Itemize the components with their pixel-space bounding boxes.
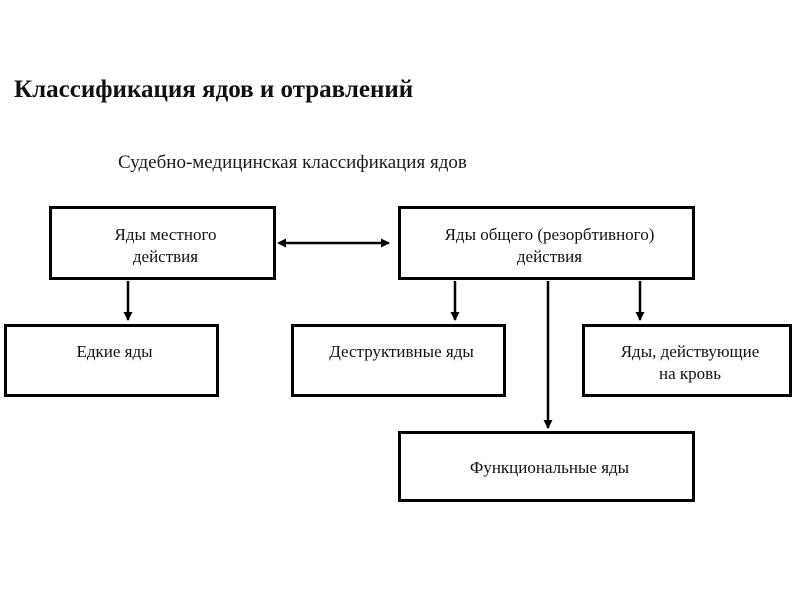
node-general-poisons[interactable]: Яды общего (резорбтивного) действия bbox=[398, 206, 695, 280]
node-destructive-poisons-label: Деструктивные яды bbox=[329, 342, 474, 361]
diagram-subtitle: Судебно-медицинская классификация ядов bbox=[118, 152, 467, 173]
node-functional-poisons-label: Функциональные яды bbox=[469, 458, 630, 477]
node-local-poisons-label: Яды местного действия bbox=[114, 225, 217, 266]
node-caustic-poisons[interactable]: Едкие яды bbox=[4, 324, 219, 397]
node-functional-poisons[interactable]: Функциональные яды bbox=[398, 431, 695, 502]
node-destructive-poisons[interactable]: Деструктивные яды bbox=[291, 324, 506, 397]
node-caustic-poisons-label: Едкие яды bbox=[76, 342, 153, 361]
page-title: Классификация ядов и отравлений bbox=[14, 76, 414, 103]
node-blood-poisons[interactable]: Яды, действующие на кровь bbox=[582, 324, 792, 397]
node-blood-poisons-label: Яды, действующие на кровь bbox=[620, 342, 760, 383]
node-local-poisons[interactable]: Яды местного действия bbox=[49, 206, 276, 280]
node-general-poisons-label: Яды общего (резорбтивного) действия bbox=[444, 225, 655, 266]
